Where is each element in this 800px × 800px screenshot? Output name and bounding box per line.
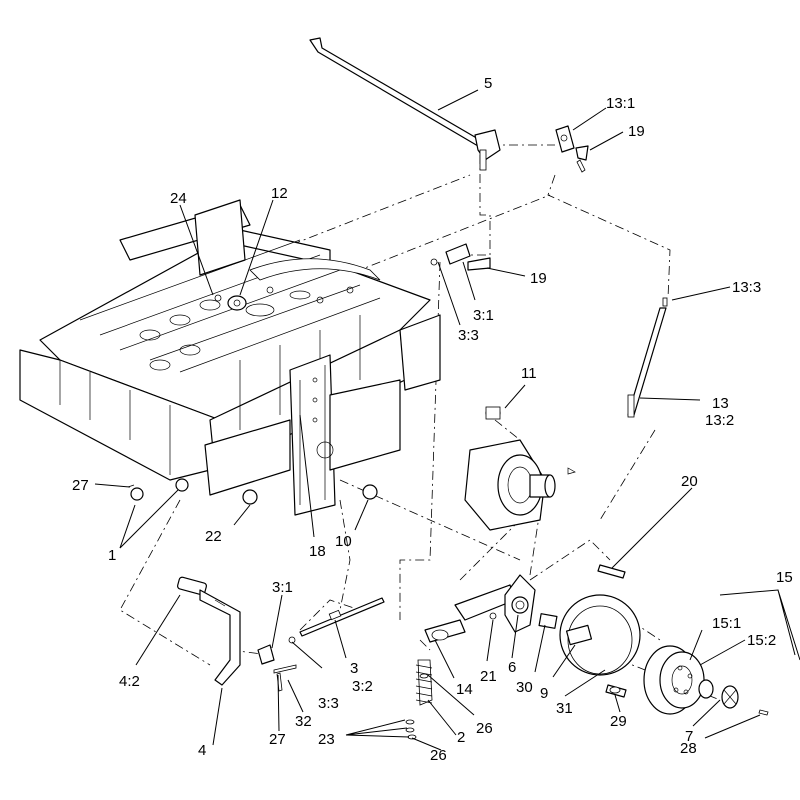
rod-13 [627, 297, 668, 418]
brake-drum-15 [643, 645, 769, 716]
clutch-11 [464, 406, 576, 531]
callout-13-2: 13:2 [705, 412, 734, 429]
callout-20: 20 [681, 473, 698, 490]
callout-31: 31 [556, 700, 573, 717]
callout-24: 24 [170, 190, 187, 207]
rod-5 [309, 37, 501, 171]
callout-27-upper: 27 [72, 477, 89, 494]
callout-15-2: 15:2 [747, 632, 776, 649]
callout-2: 2 [457, 729, 465, 746]
brake-arm [424, 574, 558, 643]
clevis-3-1-upper [430, 243, 491, 271]
clevis-13-1 [555, 125, 589, 173]
callout-13: 13 [712, 395, 729, 412]
callout-14: 14 [456, 681, 473, 698]
callout-26-lower: 26 [430, 747, 447, 764]
callout-29: 29 [610, 713, 627, 730]
callout-19-lower: 19 [530, 270, 547, 287]
callout-12: 12 [271, 185, 288, 202]
callout-27-lower: 27 [269, 731, 286, 748]
callout-23: 23 [318, 731, 335, 748]
callout-10: 10 [335, 533, 352, 550]
callout-1: 1 [108, 547, 116, 564]
callout-21: 21 [480, 668, 497, 685]
callout-3-3-upper: 3:3 [458, 327, 479, 344]
callout-15-1: 15:1 [712, 615, 741, 632]
callout-26-upper: 26 [476, 720, 493, 737]
callout-3-3-lower: 3:3 [318, 695, 339, 712]
callout-4-2: 4:2 [119, 673, 140, 690]
callout-11: 11 [521, 365, 537, 382]
callout-28: 28 [680, 740, 697, 757]
callout-7: 7 [685, 728, 693, 745]
callout-32: 32 [295, 713, 312, 730]
callout-4: 4 [198, 742, 206, 759]
callout-30: 30 [516, 679, 533, 696]
brake-band-9 [559, 594, 641, 698]
main-frame [19, 199, 441, 516]
callout-3-2: 3:2 [352, 678, 373, 695]
callout-18: 18 [309, 543, 326, 560]
callout-19-upper: 19 [628, 123, 645, 140]
pedal-4 [176, 576, 241, 686]
callout-13-3: 13:3 [732, 279, 761, 296]
callout-3-1-upper: 3:1 [473, 307, 494, 324]
leader-lines [94, 89, 800, 751]
callout-3-1-lower: 3:1 [272, 579, 293, 596]
callout-5: 5 [484, 75, 492, 92]
callout-22: 22 [205, 528, 222, 545]
spring-2 [405, 659, 433, 740]
rod-3 [257, 597, 385, 692]
callout-9: 9 [540, 685, 548, 702]
callout-6: 6 [508, 659, 516, 676]
callout-15: 15 [776, 569, 793, 586]
callout-labels: 5 13:1 19 24 12 19 3:1 3:3 13:3 11 13 13… [72, 75, 793, 764]
bushings [127, 478, 378, 505]
pin-20 [597, 564, 626, 579]
callout-13-1: 13:1 [606, 95, 635, 112]
callout-3: 3 [350, 660, 358, 677]
